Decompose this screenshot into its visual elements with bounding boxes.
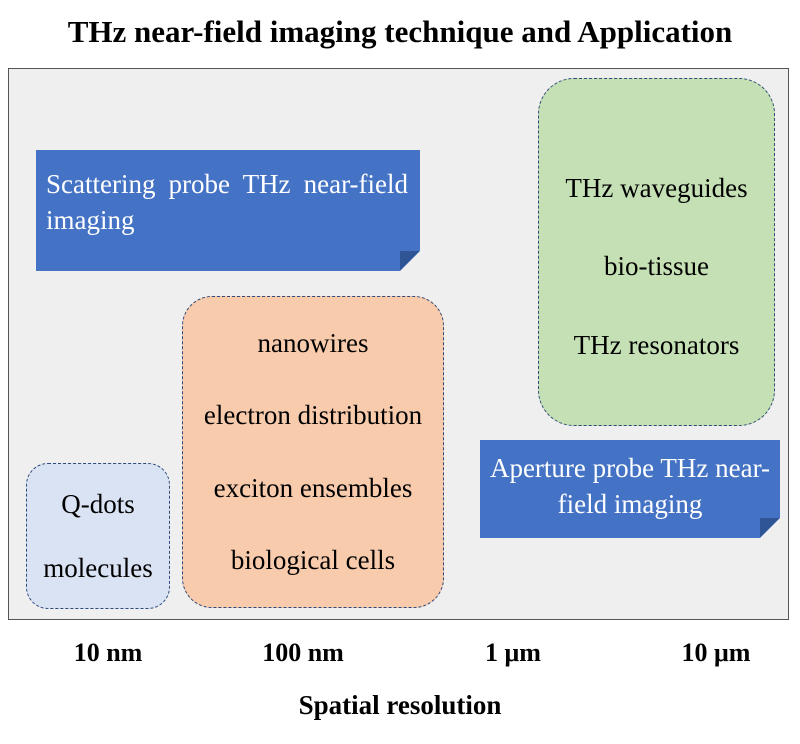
microscale-applications-box: THz waveguides bio-tissue THz resonators xyxy=(538,78,775,426)
scattering-probe-label: Scattering probe THz near-field imaging xyxy=(46,169,408,235)
axis-tick-1um: 1 μm xyxy=(485,638,541,667)
application-item: nanowires xyxy=(257,327,369,358)
application-item: Q-dots xyxy=(61,488,135,519)
application-item: molecules xyxy=(43,552,153,583)
axis-tick-100nm: 100 nm xyxy=(262,638,344,667)
axis-tick-10um: 10 μm xyxy=(681,638,751,667)
application-item: biological cells xyxy=(230,545,396,576)
aperture-probe-label: Aperture probe THz near-field imaging xyxy=(489,453,771,519)
aperture-probe-note: Aperture probe THz near-field imaging xyxy=(480,440,780,538)
application-item: exciton ensembles xyxy=(213,472,413,503)
axis-tick-10nm: 10 nm xyxy=(73,638,143,667)
diagram-title: THz near-field imaging technique and App… xyxy=(67,14,733,49)
application-item: electron distribution xyxy=(203,400,423,431)
application-item: THz resonators xyxy=(573,330,740,361)
axis-label: Spatial resolution xyxy=(298,690,502,720)
molecular-applications-box: Q-dots molecules xyxy=(26,463,170,609)
scattering-probe-note: Scattering probe THz near-field imaging xyxy=(36,150,420,271)
application-item: bio-tissue xyxy=(604,251,709,282)
application-item: THz waveguides xyxy=(565,172,748,203)
nanoscale-applications-box: nanowires electron distribution exciton … xyxy=(182,296,444,608)
watermark-logo: ⬡ 仪器信息网 xyxy=(668,716,780,737)
